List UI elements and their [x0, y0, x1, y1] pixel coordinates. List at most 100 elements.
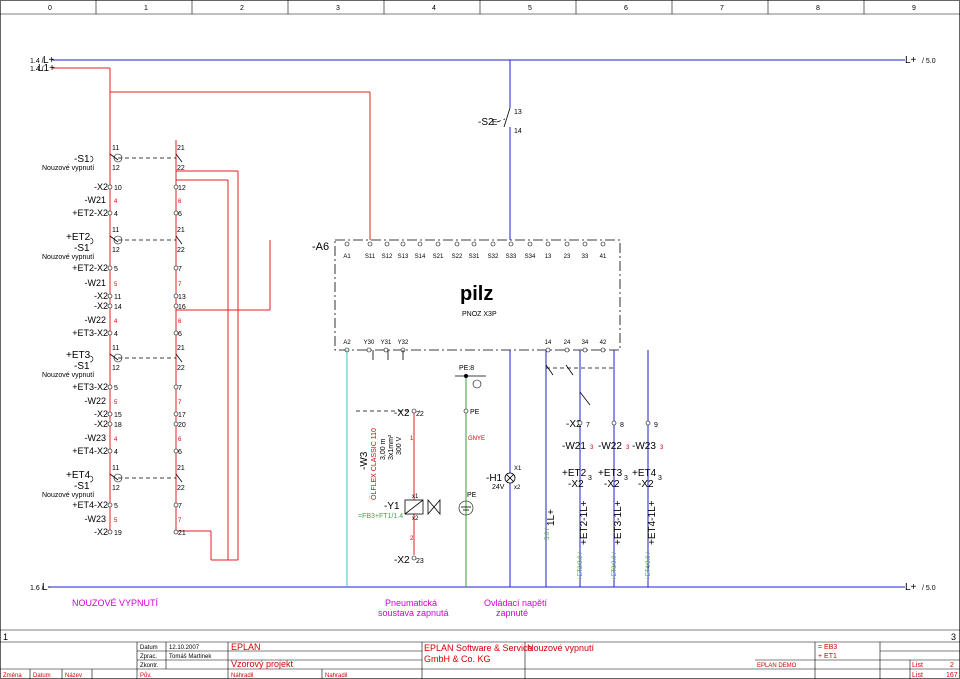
rail-ref: / 5.0	[922, 58, 936, 65]
valve-ref: =FB3+FT1/1.4	[358, 513, 403, 520]
tb-rev-col: Náhradil	[231, 673, 253, 679]
relay-pin: S14	[415, 254, 426, 260]
terminal-tag: -W22	[84, 315, 106, 325]
estop-desc: Nouzové vypnutí	[42, 372, 94, 379]
earth-icon	[458, 500, 474, 516]
terminal-pin-left: 5	[114, 282, 118, 288]
terminal-pin-right: 7	[178, 266, 182, 273]
estop-location: +ET3	[66, 350, 91, 361]
estop-location: +ET4	[66, 470, 91, 481]
et-tag: -X2	[638, 479, 654, 490]
tb-rev-col: Nahradil	[325, 673, 347, 679]
terminal-pin-left: 4	[114, 211, 118, 218]
terminal-tag: +ET2-X2	[72, 208, 108, 218]
s2-pin: 13	[514, 109, 522, 116]
lamp-h1: -H1 24V X1 x2	[486, 466, 522, 491]
tb-rev-col: Pův.	[140, 672, 152, 679]
tb-label: Zkontr.	[140, 663, 159, 669]
terminal-pin-right: 7	[178, 400, 182, 406]
actuator-icon	[89, 237, 94, 245]
estop-tag: -S1	[74, 481, 90, 492]
relay-pin: 24	[564, 340, 571, 346]
lamp-pin: X1	[514, 466, 522, 472]
potential-ref: +ET4/3.0 /	[646, 552, 652, 580]
estop-tag: -S1	[74, 243, 90, 254]
mushroom-button-icon	[113, 353, 123, 363]
terminal-pin-left: 5	[114, 400, 118, 406]
estop-tag: -S1	[74, 154, 90, 165]
estop-pin: 12	[112, 365, 120, 372]
valve-tag: -Y1	[384, 501, 400, 512]
terminal-pin-left: 15	[114, 412, 122, 419]
terminal-pin-left: 5	[114, 266, 118, 273]
rail-name: L1+	[38, 63, 55, 74]
cable-length: 3,00 m	[380, 438, 387, 460]
tb-label: List	[912, 662, 923, 669]
rail-top: 1.4 / L+ 1.4 / L1+ L+ / 5.0	[30, 55, 936, 74]
lamp-pin: x2	[514, 485, 521, 491]
relay-pin: S21	[433, 254, 444, 260]
terminal-pin-left: 11	[114, 294, 121, 301]
cable-tag: -W23	[632, 441, 656, 452]
terminal-pin-left: 5	[114, 518, 118, 524]
tb-author: Tomáš Martinek	[169, 654, 212, 660]
column-number: 8	[816, 5, 820, 12]
lamp-voltage: 24V	[492, 484, 505, 491]
tb-function: = EB3	[818, 644, 837, 651]
et-pin: 3	[624, 475, 628, 482]
earth-icon	[472, 379, 482, 389]
relay-wiring	[346, 350, 649, 587]
caption-control-voltage: Ovládací napětí	[484, 598, 548, 608]
title-block: Datum 12.10.2007 Zprac. Tomáš Martinek Z…	[0, 641, 960, 679]
terminal-pin-right: 6	[178, 199, 182, 205]
potential-name: 1L+	[546, 509, 557, 526]
rail-ref: / 5.0	[922, 585, 936, 592]
estop-desc: Nouzové vypnutí	[42, 254, 94, 261]
column-number: 2	[240, 5, 244, 12]
cable-section: 3x1mm²	[388, 434, 395, 460]
estop-pin: 11	[112, 465, 119, 472]
cable-core: 3	[626, 445, 630, 451]
valve-pin: x1	[412, 494, 419, 500]
tb-company: EPLAN Software & Service	[424, 643, 533, 653]
terminal-pin-right: 16	[178, 304, 186, 311]
rail-ref: 1.6 /	[30, 585, 44, 592]
terminal-pin-right: 7	[178, 503, 182, 510]
et-pin: 3	[658, 475, 662, 482]
relay-tag: -A6	[312, 241, 329, 253]
sheet-col-right: 3	[951, 632, 956, 642]
x2-pin: 22	[416, 411, 424, 418]
terminal-tag: -X2	[94, 527, 108, 537]
et-location: +ET2	[562, 468, 587, 479]
rail-name: L+	[905, 55, 917, 66]
terminal-pin-right: 6	[178, 211, 182, 218]
potential-name: +ET4-1L+	[647, 500, 658, 545]
mushroom-button-icon	[113, 235, 123, 245]
relay-pin: S34	[525, 254, 536, 260]
column-number: 6	[624, 5, 628, 12]
terminal-pin-right: 12	[178, 185, 186, 192]
cable-w3: -W3 ÖLFLEX CLASSIC 110 3,00 m 3x1mm² 300…	[356, 408, 485, 566]
x2-pin: 8	[620, 422, 624, 429]
x2-pin: 7	[586, 422, 590, 429]
column-number: 7	[720, 5, 724, 12]
s2-code: E	[492, 118, 497, 127]
terminal-tag: -X2	[94, 182, 108, 192]
pe-label: PE:8	[459, 365, 474, 372]
tb-location: + ET1	[818, 653, 837, 660]
estop-location: +ET2	[66, 232, 91, 243]
